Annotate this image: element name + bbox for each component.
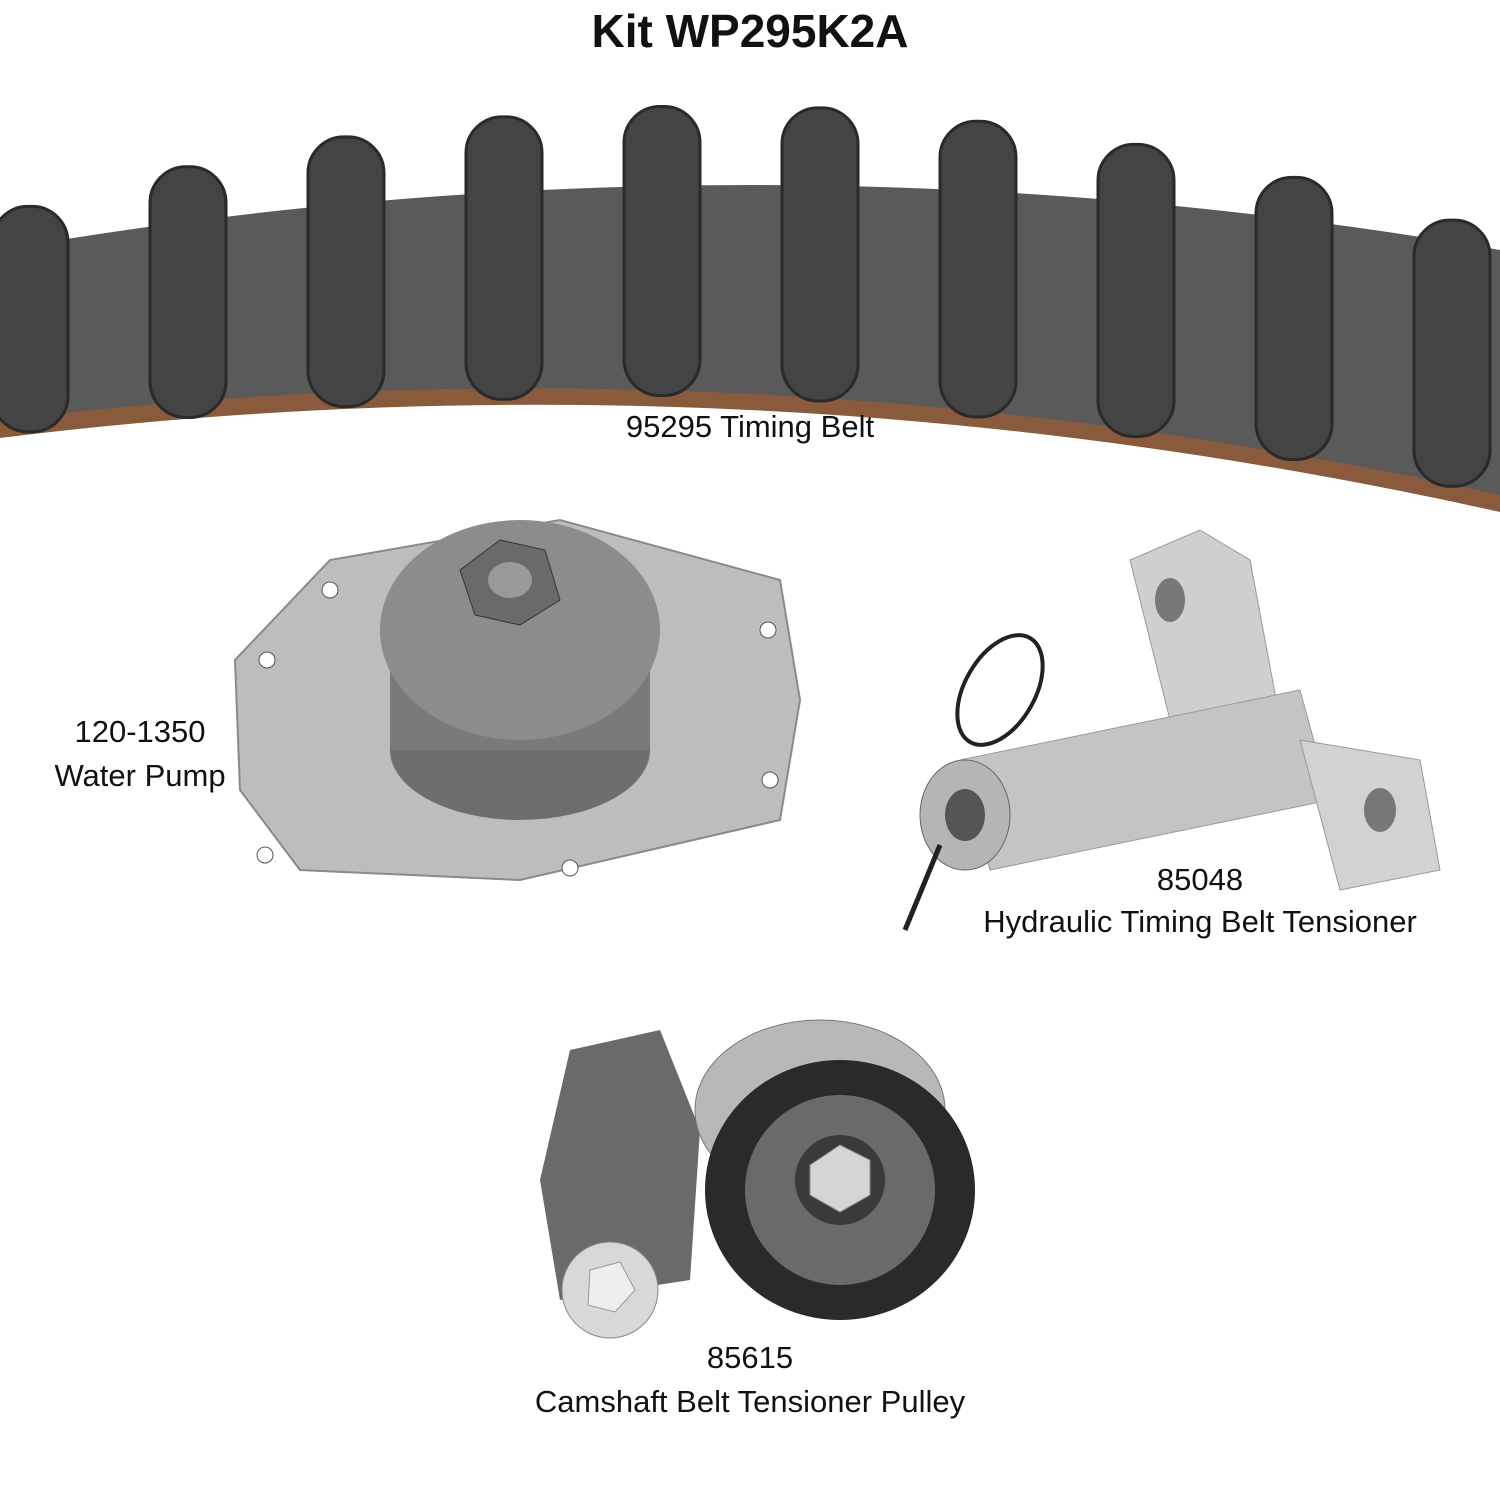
belt-tooth xyxy=(938,119,1018,419)
belt-tooth xyxy=(464,115,544,401)
hydraulic-tensioner-part-number: 85048 xyxy=(1156,862,1244,897)
belt-tooth xyxy=(1096,142,1176,438)
belt-tooth xyxy=(780,106,860,403)
pulley-name: Camshaft Belt Tensioner Pulley xyxy=(534,1384,966,1419)
hydraulic-tensioner-image xyxy=(902,529,1441,931)
hydraulic-tensioner-label: 85048 Hydraulic Timing Belt Tensioner xyxy=(900,862,1500,940)
belt-tooth xyxy=(1254,175,1334,462)
water-pump-part-number: 120-1350 xyxy=(74,714,206,749)
belt-tooth xyxy=(0,204,70,434)
hydraulic-tensioner-name: Hydraulic Timing Belt Tensioner xyxy=(983,904,1417,939)
pulley-part-number: 85615 xyxy=(706,1340,794,1375)
tensioner-pulley-image xyxy=(540,1019,975,1339)
water-pump-image xyxy=(233,518,802,882)
belt-tooth xyxy=(148,165,228,419)
timing-belt-label: 95295 Timing Belt xyxy=(600,409,900,445)
timing-belt-image xyxy=(0,105,1500,512)
water-pump-label: 120-1350 Water Pump xyxy=(10,714,270,794)
belt-tooth xyxy=(622,105,702,398)
pulley-label: 85615 Camshaft Belt Tensioner Pulley xyxy=(450,1340,1050,1420)
timing-belt-text: 95295 Timing Belt xyxy=(625,409,875,444)
water-pump-name: Water Pump xyxy=(54,758,226,793)
kit-title: Kit WP295K2A xyxy=(591,5,909,57)
belt-tooth xyxy=(1412,218,1492,488)
belt-tooth xyxy=(306,135,386,409)
